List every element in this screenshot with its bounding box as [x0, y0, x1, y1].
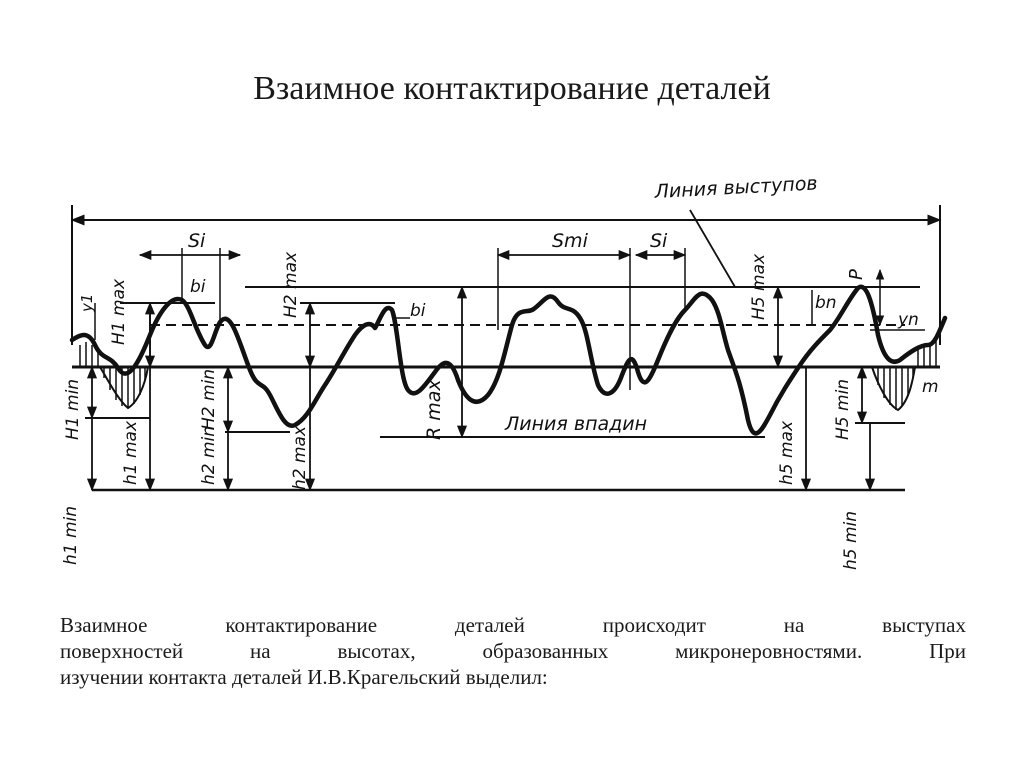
label-H1max: H1 max	[109, 278, 129, 345]
label-bn: bn	[815, 293, 837, 313]
label-h2max: h2 max	[290, 425, 310, 490]
label-p: P	[846, 269, 867, 280]
label-smi: Smi	[552, 230, 589, 252]
right-hatched-area	[871, 366, 916, 412]
label-h5min: h5 min	[841, 511, 861, 570]
right-upper-hatch	[917, 340, 937, 367]
label-H5max: H5 max	[749, 253, 769, 320]
label-liniya-vpadin: Линия впадин	[504, 413, 647, 435]
label-Rmax: R max	[423, 379, 445, 440]
label-h1min: h1 min	[61, 506, 81, 565]
surface-roughness-diagram: Линия выступов Линия впадин Si Smi Si bi…	[61, 172, 948, 570]
label-liniya-vystupov: Линия выступов	[653, 172, 818, 203]
label-y1: y1	[78, 294, 96, 313]
label-bi-left: bi	[190, 277, 206, 297]
label-h2min: h2 min	[199, 426, 219, 485]
peak-line-leader	[689, 209, 736, 288]
body-line-1: Взаимное контактирование деталей происхо…	[60, 613, 966, 637]
left-upper-hatch	[79, 342, 99, 367]
left-hatched-area	[99, 366, 149, 410]
body-line-2: поверхностей на высотах, образованных ми…	[60, 639, 966, 663]
roughness-profile	[69, 284, 948, 436]
label-si-left: Si	[188, 230, 206, 252]
label-h5max: h5 max	[777, 420, 797, 485]
label-si-right: Si	[650, 230, 668, 252]
body-paragraph: Взаимное контактирование деталей происхо…	[60, 612, 966, 690]
slide-title: Взаимное контактирование деталей	[253, 70, 771, 107]
label-m: m	[922, 377, 939, 397]
body-line-3: изучении контакта деталей И.В.Крагельски…	[60, 665, 548, 689]
label-yn: yn	[897, 310, 919, 330]
label-H2min: H2 min	[199, 369, 219, 430]
label-H2max: H2 max	[281, 251, 301, 318]
label-bi-mid: bi	[410, 301, 426, 321]
label-H1min: H1 min	[63, 379, 83, 440]
label-h1max: h1 max	[121, 420, 141, 485]
label-H5min: H5 min	[833, 379, 853, 440]
